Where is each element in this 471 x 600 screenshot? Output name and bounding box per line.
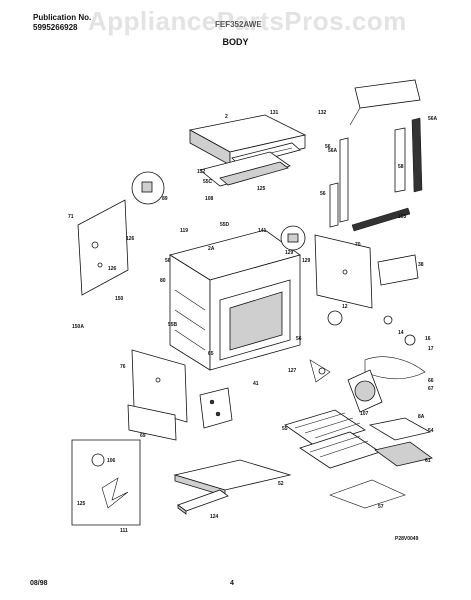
label-56a: 56A xyxy=(428,116,438,122)
label-125-b: 125 xyxy=(77,501,86,507)
label-131: 131 xyxy=(270,110,279,116)
rear-panel xyxy=(314,234,373,309)
light-socket-detail xyxy=(280,225,306,251)
exploded-parts-diagram: 2 131 132 56A 56 58 56A 56 132 55C 125 1… xyxy=(68,79,438,542)
label-56-c: 56 xyxy=(165,258,171,264)
label-107: 107 xyxy=(360,411,369,417)
publication-label: Publication No. xyxy=(33,13,92,22)
motor-assembly-detail xyxy=(71,439,141,526)
bake-element xyxy=(329,479,406,509)
label-12: 12 xyxy=(342,304,348,310)
label-16: 16 xyxy=(425,336,431,342)
label-57: 57 xyxy=(378,504,384,510)
footer-date: 08/98 xyxy=(30,580,48,587)
label-52: 52 xyxy=(278,481,284,487)
oven-body xyxy=(169,229,301,371)
label-14: 14 xyxy=(398,330,404,336)
label-2: 2 xyxy=(225,114,228,120)
label-70: 70 xyxy=(355,242,361,248)
label-56-b: 56 xyxy=(320,191,326,197)
label-8a: 8A xyxy=(418,414,425,420)
label-56: 56 xyxy=(325,144,331,150)
label-56-d: 56 xyxy=(296,336,302,342)
publication-number: 5995266928 xyxy=(33,23,78,32)
label-89: 89 xyxy=(162,196,168,202)
label-129: 129 xyxy=(285,250,294,256)
watermark: AppliancePartsPros.com xyxy=(88,6,407,36)
oven-bottom-panel xyxy=(173,459,292,497)
hinge-parts xyxy=(199,387,233,429)
label-119: 119 xyxy=(180,228,188,234)
section-title: BODY xyxy=(222,37,249,47)
label-41: 41 xyxy=(253,381,259,387)
label-124: 124 xyxy=(210,514,219,520)
fan-cover xyxy=(347,369,383,413)
label-55c: 55C xyxy=(203,179,213,185)
label-67: 67 xyxy=(428,386,434,392)
diagram-code: P28V0049 xyxy=(395,536,419,542)
lower-front-panel xyxy=(131,349,188,423)
label-132: 132 xyxy=(318,110,327,116)
label-76: 76 xyxy=(120,364,126,370)
label-38: 38 xyxy=(418,262,424,268)
label-129-b: 129 xyxy=(302,258,311,264)
label-66: 66 xyxy=(428,378,434,384)
broil-element xyxy=(364,356,426,380)
broiler-drawer-pan xyxy=(177,489,229,515)
label-69: 69 xyxy=(140,433,146,439)
label-2a: 2A xyxy=(208,246,215,252)
oven-probe-detail xyxy=(131,171,165,205)
label-65: 65 xyxy=(208,351,214,357)
cooktop-top-part xyxy=(188,114,307,166)
label-106: 106 xyxy=(107,458,116,464)
label-126: 126 xyxy=(126,236,135,242)
label-80: 80 xyxy=(160,278,166,284)
label-126-b: 126 xyxy=(108,266,117,272)
oven-racks xyxy=(284,409,433,469)
label-54: 54 xyxy=(428,428,434,434)
label-71: 71 xyxy=(68,214,74,220)
label-56a-b: 56A xyxy=(328,148,338,154)
label-125: 125 xyxy=(257,186,266,192)
label-111: 111 xyxy=(120,528,128,534)
label-150a: 150A xyxy=(72,324,84,330)
label-17: 17 xyxy=(428,346,434,352)
convection-fan xyxy=(309,359,331,383)
label-58: 58 xyxy=(398,164,404,170)
switch-parts xyxy=(383,315,416,346)
burner-box-part xyxy=(199,151,291,187)
model-number: FEF352AWE xyxy=(215,20,262,29)
label-127: 127 xyxy=(288,368,297,374)
label-103: 103 xyxy=(398,214,407,220)
label-141: 141 xyxy=(258,228,267,234)
label-55d: 55D xyxy=(220,222,230,228)
page-number: 4 xyxy=(230,580,234,587)
label-61: 61 xyxy=(425,458,431,464)
label-132-b: 132 xyxy=(197,169,206,175)
label-55: 55 xyxy=(282,426,288,432)
left-side-panel xyxy=(77,199,129,296)
part-number-labels: 2 131 132 56A 56 58 56A 56 132 55C 125 1… xyxy=(68,110,438,534)
terminal-block xyxy=(377,254,419,286)
kick-plate xyxy=(127,404,177,441)
label-108: 108 xyxy=(205,196,214,202)
label-55b: 55B xyxy=(168,322,178,328)
label-150: 150 xyxy=(115,296,124,302)
motor-detail xyxy=(327,310,343,326)
page-header: AppliancePartsPros.com Publication No. 5… xyxy=(0,0,471,60)
side-trim-parts xyxy=(329,79,423,232)
